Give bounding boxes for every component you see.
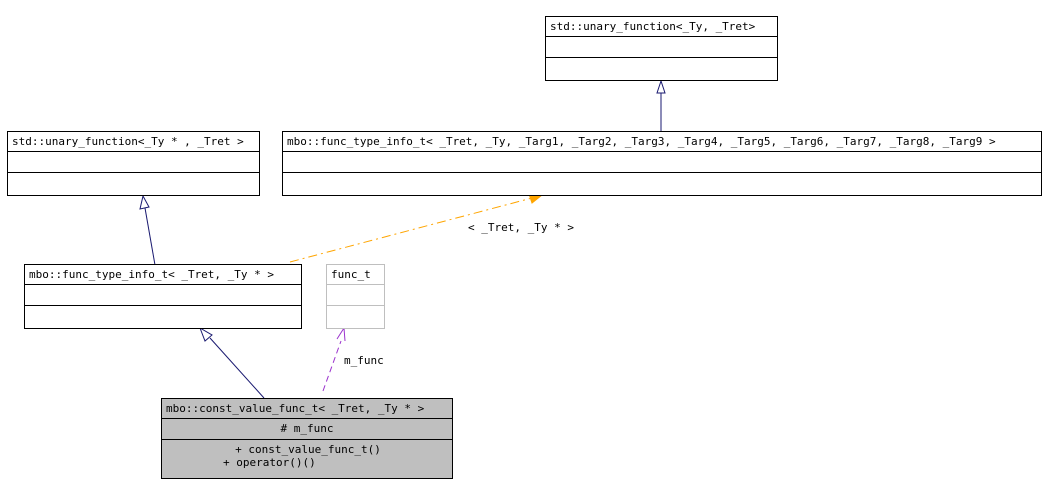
node-title: mbo::func_type_info_t< _Tret, _Ty * > bbox=[29, 268, 275, 281]
methods-section bbox=[327, 305, 384, 325]
method-operator-call: + operator()() bbox=[223, 456, 316, 469]
node-unary-function-typtr-tret[interactable]: std::unary_function<_Ty * , _Tret > bbox=[7, 131, 260, 196]
attributes-section bbox=[546, 36, 777, 57]
attributes-section bbox=[283, 151, 1041, 172]
method-constructor: + const_value_func_t() bbox=[235, 443, 381, 456]
attributes-section bbox=[327, 284, 384, 305]
methods-section bbox=[25, 305, 301, 325]
template-args-label: < _Tret, _Ty * > bbox=[468, 221, 574, 234]
node-const-value-func[interactable]: mbo::const_value_func_t< _Tret, _Ty * > … bbox=[161, 398, 453, 479]
inheritance-edge-const bbox=[209, 337, 265, 399]
attributes-section bbox=[25, 284, 301, 305]
methods-section bbox=[8, 172, 259, 192]
inheritance-edge-ptr bbox=[144, 207, 156, 266]
attributes-section bbox=[8, 151, 259, 172]
node-unary-function-ty-tret[interactable]: std::unary_function<_Ty, _Tret> bbox=[545, 16, 778, 81]
usage-arrowhead bbox=[336, 326, 346, 342]
inheritance-arrowhead-const bbox=[199, 326, 213, 342]
node-func-type-info-full[interactable]: mbo::func_type_info_t< _Tret, _Ty, _Targ… bbox=[282, 131, 1042, 196]
attributes-section: # m_func bbox=[162, 418, 452, 439]
node-title: mbo::func_type_info_t< _Tret, _Ty, _Targ… bbox=[287, 135, 996, 148]
attribute-m-func: # m_func bbox=[280, 422, 334, 435]
member-usage-label: m_func bbox=[344, 354, 384, 367]
inheritance-arrowhead-full bbox=[656, 79, 666, 94]
node-func-type-info-ptr[interactable]: mbo::func_type_info_t< _Tret, _Ty * > bbox=[24, 264, 302, 329]
node-title: std::unary_function<_Ty * , _Tret > bbox=[12, 135, 244, 148]
node-func-t[interactable]: func_t bbox=[326, 264, 385, 329]
methods-section bbox=[283, 172, 1041, 192]
methods-section: + const_value_func_t() + operator()() bbox=[162, 439, 452, 478]
node-title: std::unary_function<_Ty, _Tret> bbox=[550, 20, 756, 33]
node-title: func_t bbox=[331, 268, 371, 281]
inheritance-arrowhead-ptr bbox=[139, 194, 150, 210]
template-edge bbox=[289, 197, 533, 263]
methods-section bbox=[546, 57, 777, 77]
node-title: mbo::const_value_func_t< _Tret, _Ty * > bbox=[166, 402, 425, 415]
usage-edge bbox=[322, 340, 342, 392]
